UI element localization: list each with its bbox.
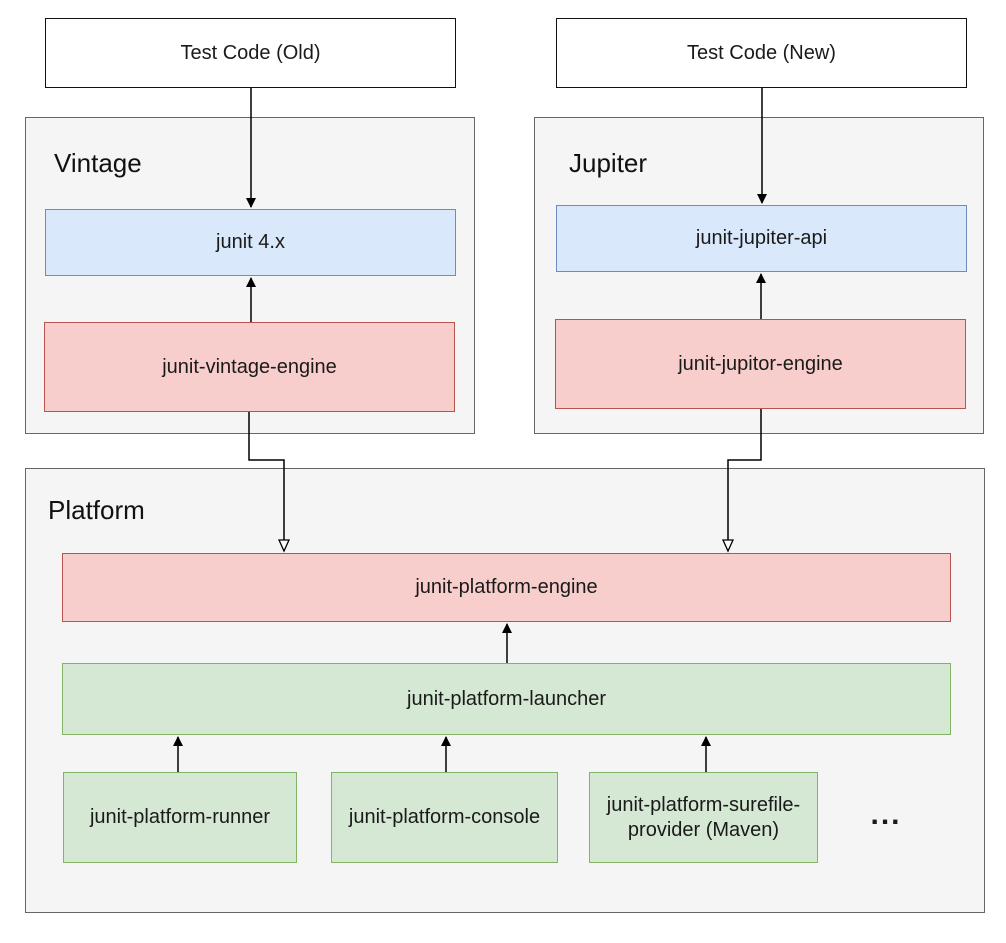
test-code-old-box: Test Code (Old) bbox=[45, 18, 456, 88]
platform-group-title: Platform bbox=[48, 495, 145, 525]
platform-runner-box: junit-platform-runner bbox=[63, 772, 297, 863]
jupiter-engine-box: junit-jupitor-engine bbox=[555, 319, 966, 409]
junit4-api-box: junit 4.x bbox=[45, 209, 456, 276]
jupiter-api-box: junit-jupiter-api bbox=[556, 205, 967, 272]
vintage-group-title: Vintage bbox=[54, 148, 142, 178]
jupiter-group-title: Jupiter bbox=[569, 148, 648, 178]
platform-surefire-box: junit-platform-surefile-provider (Maven) bbox=[589, 772, 818, 863]
vintage-engine-box: junit-vintage-engine bbox=[44, 322, 455, 412]
platform-console-box: junit-platform-console bbox=[331, 772, 558, 863]
platform-launcher-box: junit-platform-launcher bbox=[62, 663, 951, 735]
test-code-new-box: Test Code (New) bbox=[556, 18, 967, 88]
platform-engine-box: junit-platform-engine bbox=[62, 553, 951, 622]
more-ellipsis: ... bbox=[870, 798, 902, 831]
